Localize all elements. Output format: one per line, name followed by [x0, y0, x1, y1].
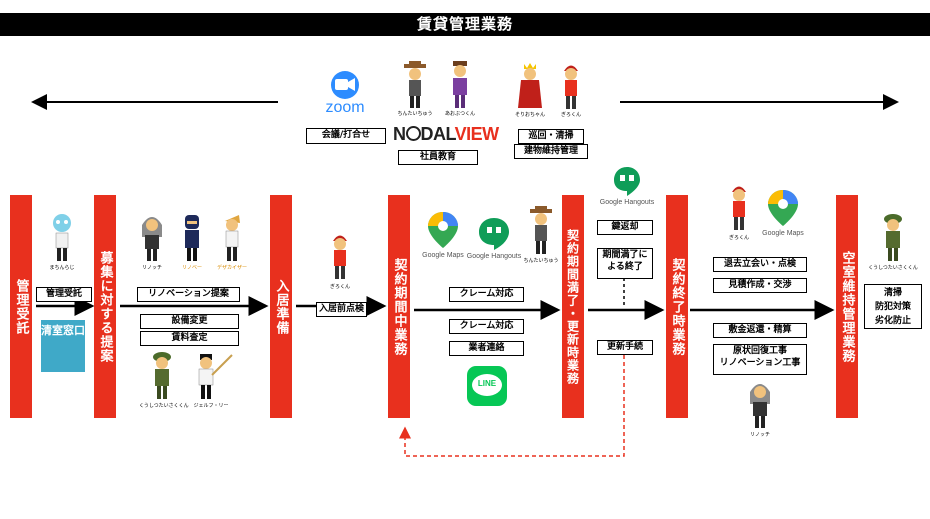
char-jerufu-ri: ジェルフ・リー	[192, 351, 233, 413]
char-chintaichu: ちんたいちゅう	[397, 61, 433, 117]
vendor-contact-box: 業者連絡	[449, 341, 524, 356]
zoom-logo: zoom	[315, 69, 375, 119]
meeting-label: 会議/打合せ	[306, 128, 386, 144]
zoom-icon	[331, 71, 359, 99]
expiry-termination-box: 期間満了に よる終了	[597, 248, 653, 279]
character-cowboy-icon	[530, 206, 552, 254]
character-robot-icon	[53, 214, 71, 261]
page-title: 賃貸管理業務	[0, 13, 930, 36]
line-app-logo: LINE	[467, 366, 507, 406]
character-red-cap-icon	[564, 65, 578, 109]
char-dezakaiza: デザカイザー	[217, 213, 247, 275]
deposit-settlement-box: 敷金返還・精算	[713, 323, 807, 338]
vacancy-tasks-box: 清掃 防犯対策 劣化防止	[864, 284, 922, 329]
renewal-procedure-box: 更新手続	[597, 340, 653, 355]
complaint-handling-box-1: クレーム対応	[449, 287, 524, 302]
character-cowboy-icon	[404, 61, 426, 108]
google-hangouts-logo-col4: Google Hangouts	[467, 216, 521, 266]
stage-move-in-prep: 入居準備	[270, 195, 292, 418]
character-red-cap-icon	[333, 235, 347, 279]
hangouts-icon	[479, 218, 509, 250]
char-kushitsu-col2: くうしつたいさくくん	[139, 351, 189, 413]
char-kushitsu-col7: くうしつたいさくくん	[868, 213, 918, 275]
seishitsu-madoguchi-logo: 清室窓口	[41, 320, 85, 372]
character-martial-artist-icon	[198, 354, 233, 399]
building-label: 建物維持管理	[514, 144, 588, 159]
char-giro-col6: ぎろくん	[724, 183, 754, 245]
move-out-inspection-box: 退去立会い・点検	[713, 257, 807, 272]
training-label: 社員教育	[398, 150, 478, 165]
character-queen-icon	[518, 63, 542, 108]
estimate-negotiation-box: 見積作成・交渉	[713, 278, 807, 293]
char-giro-col3: ぎろくん	[325, 232, 355, 294]
char-sorio: そりおちゃん	[515, 62, 545, 118]
pre-move-in-inspection-box: 入居前点検	[316, 302, 367, 317]
complaint-handling-box-2: クレーム対応	[449, 319, 524, 334]
char-rinocchi-top: リノッチ	[137, 213, 167, 275]
character-soldier-icon	[153, 352, 171, 399]
equipment-change-box: 設備変更	[140, 314, 239, 329]
character-soldier-icon	[884, 214, 902, 261]
restoration-work-box: 原状回復工事 リノベーション工事	[713, 344, 807, 375]
stage-contract-renewal: 契約期間満了・更新時業務	[562, 195, 584, 418]
character-purple-icon	[453, 61, 467, 108]
stage-recruitment-proposal: 募集に対する提案	[94, 195, 116, 418]
renovation-proposal-box: リノベーション提案	[137, 287, 240, 302]
rent-assessment-box: 賃料査定	[140, 331, 239, 346]
char-rinocchi-col6: リノッチ	[745, 380, 775, 442]
stage-management-contract: 管理受託	[10, 195, 32, 418]
management-receipt-box: 管理受託	[36, 287, 92, 302]
character-gray-hair-icon	[750, 384, 770, 428]
google-maps-logo-col6: Google Maps	[758, 188, 808, 243]
character-gray-hair-icon	[142, 217, 162, 261]
map-pin-icon	[428, 212, 458, 248]
google-hangouts-logo-col5: Google Hangouts	[600, 166, 654, 212]
stage-contract-end: 契約終了時業務	[666, 195, 688, 418]
map-pin-icon	[768, 190, 798, 226]
renewal-loop-dashed	[399, 355, 625, 457]
char-aobutsu: あおぶつくん	[445, 61, 475, 117]
character-ninja-icon	[185, 215, 199, 261]
char-machinraji: まちんらじ	[47, 213, 77, 275]
char-chintaichu-col4: ちんたいちゅう	[523, 206, 559, 268]
char-rinobe: リノベー	[177, 213, 207, 275]
line-bubble-icon	[472, 374, 502, 396]
stage-contract-period: 契約期間中業務	[388, 195, 410, 418]
character-designer-icon	[225, 215, 240, 261]
character-red-cap-icon	[732, 186, 746, 230]
google-maps-logo-col4: Google Maps	[418, 210, 468, 265]
stage-vacancy-management: 空室維持管理業務	[836, 195, 858, 418]
key-return-box: 鍵返却	[597, 220, 653, 235]
patrol-label: 巡回・清掃	[518, 129, 584, 144]
char-giro-top: ぎろくん	[556, 62, 586, 118]
hangouts-icon	[614, 167, 640, 196]
